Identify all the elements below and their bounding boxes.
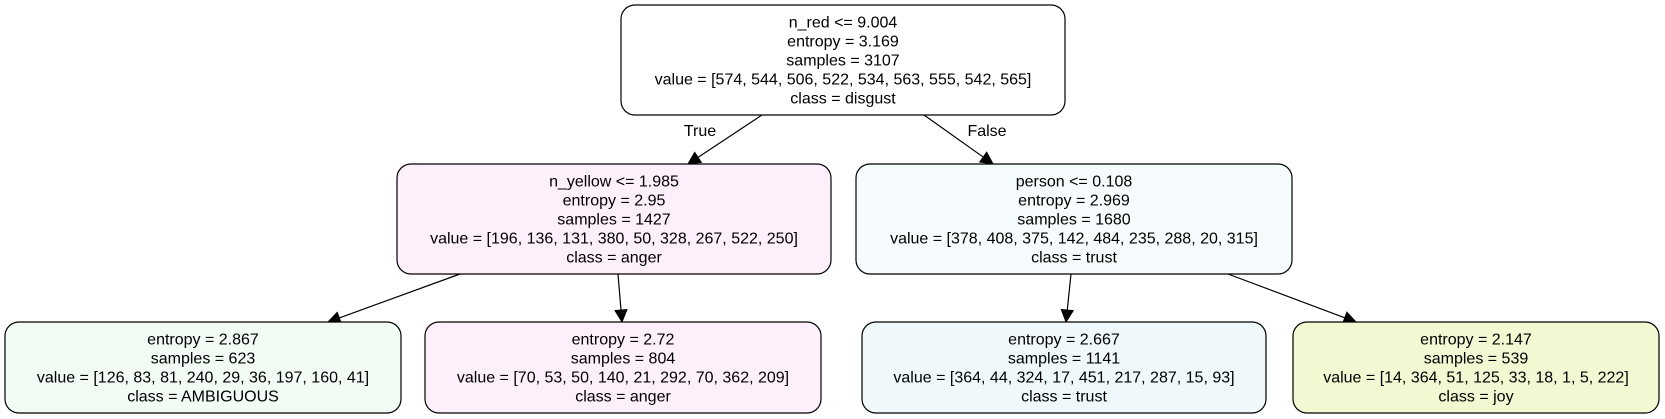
node-text-line: class = anger [566,250,662,267]
node-text-line: samples = 1141 [1008,351,1120,368]
node-box [855,163,1293,275]
edge-root-left: True [684,114,763,165]
node-text-line: entropy = 2.95 [563,193,666,210]
edge-right-leaf3 [1060,273,1075,324]
node-text-line: samples = 623 [151,351,256,368]
arrow-head-icon [978,151,994,165]
tree-node-right: person <= 0.108 entropy = 2.969 samples = … [855,163,1293,275]
node-text-line: value = [196, 136, 131, 380, 50, 328, 26… [430,231,798,248]
node-text-line: n_yellow <= 1.985 [549,174,679,191]
tree-node-leaf4: entropy = 2.147 samples = 539 value = [14,… [1292,321,1660,414]
arrow-head-icon [614,308,628,324]
edge-right-leaf4 [1227,273,1358,324]
node-text-line: samples = 1427 [557,212,671,229]
node-box [1292,321,1660,414]
node-text-line: entropy = 3.169 [787,34,899,51]
node-text-line: value = [126, 83, 81, 240, 29, 36, 197, … [37,370,369,387]
edge-root-right: False [923,114,1007,165]
node-text-line: samples = 3107 [786,53,900,70]
node-text-line: samples = 804 [571,351,676,368]
nodes-layer: n_red <= 9.004 entropy = 3.169 samples = 3… [4,4,1660,414]
edge-line [1227,273,1345,319]
node-text-line: entropy = 2.667 [1008,332,1120,349]
edge-left-leaf2 [614,273,628,324]
tree-node-root: n_red <= 9.004 entropy = 3.169 samples = 3… [620,4,1066,116]
node-box [861,321,1267,414]
node-text-line: value = [14, 364, 51, 125, 33, 18, 1, 5,… [1323,370,1629,387]
edge-line [923,114,984,158]
tree-node-leaf1: entropy = 2.867 samples = 623 value = [126… [4,321,402,414]
edge-line [1066,273,1072,311]
node-text-line: entropy = 2.969 [1018,193,1130,210]
node-text-line: value = [364, 44, 324, 17, 451, 217, 287… [893,370,1234,387]
tree-node-left: n_yellow <= 1.985 entropy = 2.95 samples =… [396,163,832,275]
node-box [424,321,822,414]
node-text-line: value = [70, 53, 50, 140, 21, 292, 70, 3… [457,370,789,387]
node-text-line: class = trust [1031,250,1117,267]
arrow-head-icon [1060,308,1075,324]
node-text-line: n_red <= 9.004 [789,15,898,32]
node-text-line: class = AMBIGUOUS [127,389,279,406]
edge-line [697,114,763,158]
node-text-line: value = [574, 544, 506, 522, 534, 563, 5… [655,72,1032,89]
node-text-line: person <= 0.108 [1016,174,1133,191]
edge-label: False [967,123,1006,140]
node-box [620,4,1066,116]
tree-node-leaf2: entropy = 2.72 samples = 804 value = [70, … [424,321,822,414]
node-text-line: class = joy [1438,389,1513,406]
node-text-line: entropy = 2.867 [147,332,259,349]
edge-line [617,273,622,311]
edge-label: True [684,123,716,140]
edge-line [339,273,461,319]
node-text-line: entropy = 2.72 [572,332,675,349]
node-text-line: class = anger [575,389,671,406]
node-box [4,321,402,414]
arrow-head-icon [687,151,703,165]
node-text-line: samples = 1680 [1017,212,1131,229]
node-text-line: value = [378, 408, 375, 142, 484, 235, 2… [890,231,1258,248]
node-text-line: entropy = 2.147 [1420,332,1532,349]
tree-node-leaf3: entropy = 2.667 samples = 1141 value = [36… [861,321,1267,414]
node-box [396,163,832,275]
node-text-line: class = trust [1021,389,1107,406]
node-text-line: class = disgust [790,91,896,108]
edge-left-leaf1 [326,273,461,325]
node-text-line: samples = 539 [1424,351,1529,368]
